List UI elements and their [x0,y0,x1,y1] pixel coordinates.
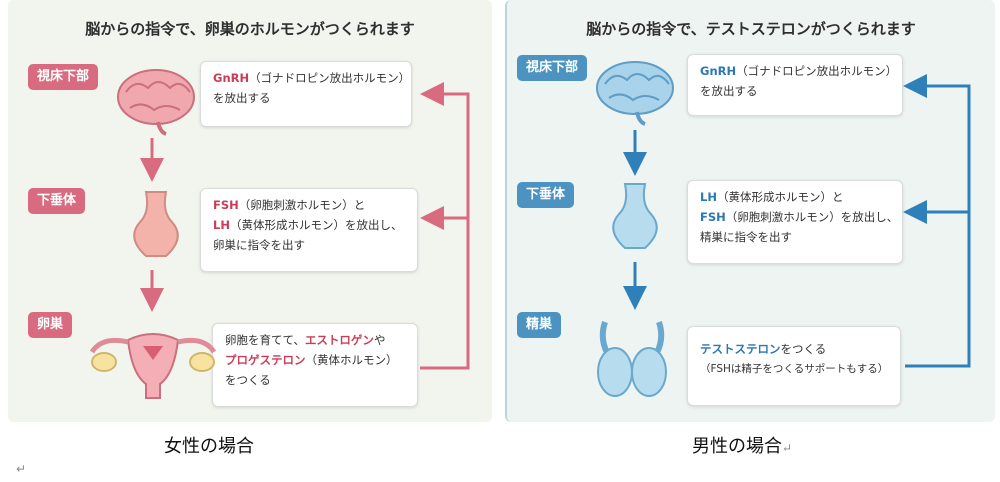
fsh-text: （卵胞刺激ホルモン）を放出し、 [725,210,899,224]
brain-icon [596,61,674,126]
female-gnrh-box: GnRH（ゴナドロピン放出ホルモン） を放出する [200,61,412,127]
label-hypothalamus: 視床下部 [517,55,588,81]
gnrh-highlight: GnRH [700,64,737,78]
label-hypothalamus: 視床下部 [28,64,99,90]
female-fsh-lh-box: FSH（卵胞刺激ホルモン）と LH（黄体形成ホルモン）を放出し、 卵巣に指令を出… [200,188,418,272]
estrogen-highlight: エストロゲン [304,333,374,347]
female-panel: 脳からの指令で、卵巣のホルモンがつくられます 視床下部 下垂体 卵巣 GnRH（… [8,0,492,422]
gnrh-highlight: GnRH [213,71,250,85]
lh-fsh-line3: 精巣に指令を出す [700,230,792,244]
brain-icon [117,69,195,136]
label-ovary: 卵巣 [28,312,73,338]
gnrh-line2: を放出する [700,84,758,98]
return-mark: ↵ [16,462,27,476]
male-caption: 男性の場合↵ [692,432,792,458]
fsh-highlight: FSH [213,198,239,212]
testis-text-1: をつくる [780,342,827,356]
progesterone-highlight: プロゲステロン [225,353,306,367]
pituitary-icon [133,191,179,257]
label-pituitary: 下垂体 [517,182,575,208]
feedback-arrow-top [903,74,971,368]
female-ovary-box: 卵胞を育てて、エストロゲンや プロゲステロン（黄体ホルモン） をつくる [212,323,418,407]
female-caption: 女性の場合 [164,436,254,457]
uterus-icon [89,333,217,399]
testis-line2: （FSHは精子をつくるサポートもする） [700,363,889,375]
label-testis: 精巣 [517,312,562,338]
gnrh-text: （ゴナドロピン放出ホルモン） [736,64,898,78]
lh-highlight: LH [700,190,717,204]
fsh-highlight: FSH [700,210,726,224]
fsh-lh-line3: 卵巣に指令を出す [213,238,305,252]
pituitary-icon [612,183,658,249]
ovary-text-3: （黄体ホルモン） [305,353,398,367]
male-testis-box: テストステロンをつくる （FSHは精子をつくるサポートもする） [687,326,901,406]
female-panel-title: 脳からの指令で、卵巣のホルモンがつくられます [85,20,415,38]
feedback-arrow-top [420,82,470,370]
lh-highlight: LH [213,218,230,232]
male-caption-text: 男性の場合 [692,436,782,457]
testosterone-highlight: テストステロン [700,342,781,356]
fsh-text: （卵胞刺激ホルモン）と [238,198,366,212]
male-caption-return-mark: ↵ [782,441,793,455]
lh-text: （黄体形成ホルモン）と [716,190,844,204]
gnrh-line2: を放出する [213,91,271,105]
lh-text: （黄体形成ホルモン）を放出し、 [229,218,403,232]
male-gnrh-box: GnRH（ゴナドロピン放出ホルモン） を放出する [687,54,903,116]
female-diagram-graphics [89,69,470,399]
ovary-text-1: 卵胞を育てて、 [225,333,305,347]
male-diagram-graphics [596,61,971,397]
gnrh-text: （ゴナドロピン放出ホルモン） [249,71,411,85]
male-panel: 脳からの指令で、テストステロンがつくられます 視床下部 下垂体 精巣 GnRH（… [505,0,995,422]
ovary-line3: をつくる [225,373,271,387]
male-lh-fsh-box: LH（黄体形成ホルモン）と FSH（卵胞刺激ホルモン）を放出し、 精巣に指令を出… [687,180,903,264]
label-pituitary: 下垂体 [28,188,86,214]
male-panel-title: 脳からの指令で、テストステロンがつくられます [586,20,916,38]
testis-icon [597,321,667,397]
ovary-text-2: や [373,333,386,347]
